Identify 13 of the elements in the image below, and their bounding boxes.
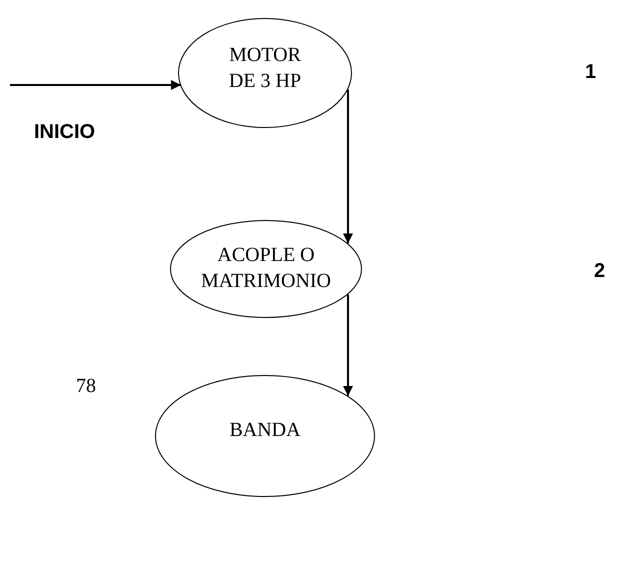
arrow (343, 294, 353, 396)
start-label: INICIO (34, 121, 96, 144)
arrow (10, 80, 181, 90)
process-ellipse (170, 220, 362, 318)
arrow (343, 89, 353, 244)
node-text: BANDA (228, 418, 302, 443)
step-number: 2 (594, 260, 606, 283)
step-number: 1 (585, 61, 596, 84)
process-ellipse (155, 375, 375, 497)
process-ellipse (178, 18, 352, 128)
node-text: ACOPLE O MATRIMONIO (200, 243, 332, 294)
annotation-number: 78 (76, 375, 96, 398)
node-text: MOTOR DE 3 HP (228, 43, 302, 94)
